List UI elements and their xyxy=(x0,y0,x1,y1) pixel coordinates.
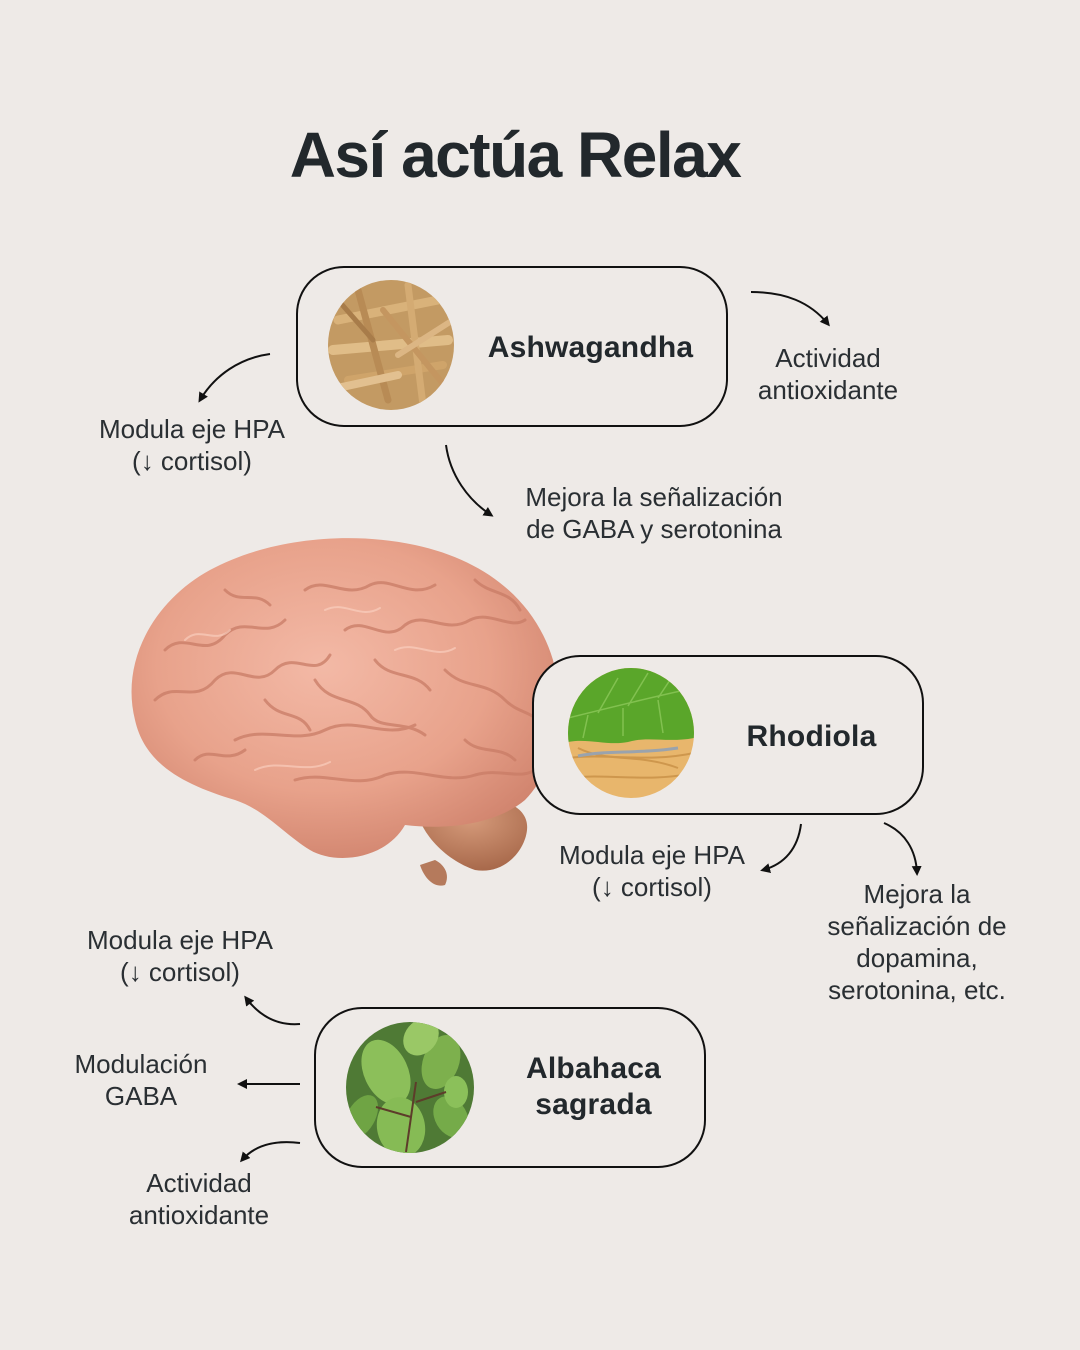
page-title: Así actúa Relax xyxy=(289,119,742,191)
ingredient-name: Ashwagandha xyxy=(487,331,694,364)
arrow-ashwagandha-gaba xyxy=(445,444,494,517)
effect-label-hpa: Modula eje HPA (↓ cortisol) xyxy=(99,414,285,476)
brain-icon xyxy=(131,538,558,886)
arrow-ashwagandha-antioxidant xyxy=(750,291,830,327)
holy-basil-image-icon xyxy=(346,1022,474,1153)
effect-label-hpa: Modula eje HPA (↓ cortisol) xyxy=(559,840,745,902)
arrow-rhodiola-dopamine xyxy=(883,822,922,876)
ingredient-card-rhodiola: Rhodiola xyxy=(532,655,924,815)
ashwagandha-image-icon xyxy=(328,280,454,410)
rhodiola-image-icon xyxy=(568,668,694,798)
ingredient-name: Rhodiola xyxy=(746,720,877,753)
arrow-albahaca-hpa xyxy=(244,995,301,1026)
arrow-rhodiola-hpa xyxy=(760,823,802,873)
arrow-ashwagandha-hpa xyxy=(198,353,271,403)
effect-label-antioxidant: Actividad antioxidante xyxy=(757,343,899,405)
ingredient-card-albahaca-sagrada: Albahaca sagrada xyxy=(314,1007,706,1168)
ingredient-card-ashwagandha: Ashwagandha xyxy=(296,266,728,427)
effect-label-antioxidant: Actividad antioxidante xyxy=(128,1168,270,1230)
effect-label-gaba-modulation: Modulación GABA xyxy=(74,1049,208,1111)
effect-label-dopamine-serotonin: Mejora la señalización de dopamina, sero… xyxy=(827,879,1007,1005)
arrow-albahaca-antioxidant xyxy=(240,1141,301,1163)
effect-label-hpa: Modula eje HPA (↓ cortisol) xyxy=(87,925,273,987)
effect-label-gaba-serotonin: Mejora la señalización de GABA y seroton… xyxy=(525,482,783,544)
ingredient-name: Albahaca sagrada xyxy=(526,1052,661,1121)
